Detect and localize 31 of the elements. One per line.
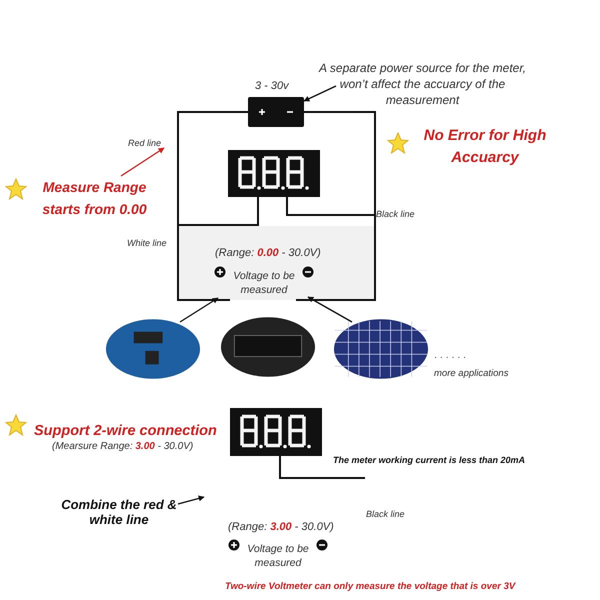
wire-label: White line: [127, 238, 167, 248]
range-note: (Range: 3.00 - 30.0V): [228, 521, 334, 533]
note-text: more applications: [434, 368, 508, 379]
leader-arrow: [303, 85, 336, 102]
wire: [279, 456, 365, 479]
voltage-label: Voltage to be measured: [246, 542, 310, 570]
seven-segment-display: [230, 408, 322, 456]
solar-panel-picture: [333, 318, 429, 380]
note-text: Two-wire Voltmeter can only measure the voltage that is over 3V: [225, 581, 516, 592]
wire-label: Black line: [376, 209, 415, 219]
leader-arrow: [307, 296, 352, 323]
note-text: The meter working current is less than 20mA: [333, 455, 526, 465]
leader-arrow: [120, 147, 164, 177]
feature-heading: No Error for High Accuarcy: [422, 126, 548, 168]
note-text: A separate power source for the meter, won’t affect the accuarcy of the measurement: [315, 60, 530, 108]
circuit-board-picture: [105, 318, 201, 380]
note-text: Combine the red & white line: [60, 497, 178, 527]
wire-label: Red line: [128, 138, 178, 148]
feature-heading: Measure Range starts from 0.00: [32, 176, 157, 220]
voltage-rating: 3 - 30v: [255, 80, 289, 92]
range-note: (Range: 0.00 - 30.0V): [215, 247, 321, 259]
power-source-box: [248, 97, 304, 127]
leader-arrow: [180, 297, 218, 323]
seven-segment-display: [228, 150, 320, 197]
range-note: (Mearsure Range: 3.00 - 30.0V): [52, 441, 194, 452]
wire: [296, 111, 376, 301]
feature-heading: Support 2-wire connection: [34, 423, 217, 439]
ellipsis-text: · · · · · ·: [434, 352, 466, 363]
wire-label: Black line: [366, 509, 405, 519]
leader-arrow: [178, 496, 205, 505]
voltage-label: Voltage to be measured: [232, 269, 296, 297]
